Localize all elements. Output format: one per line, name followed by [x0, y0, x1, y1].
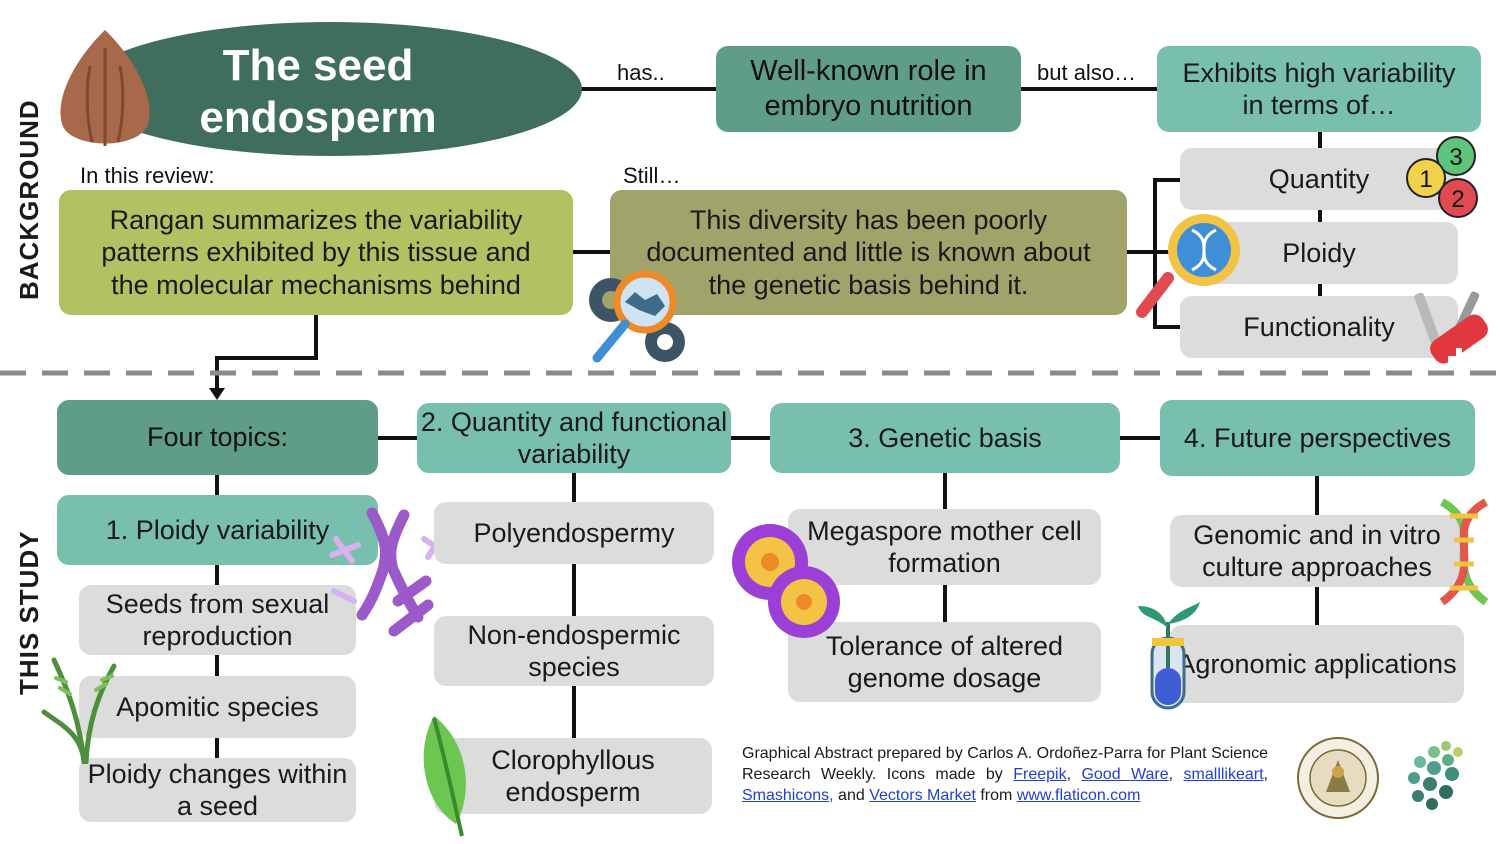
numbered-bubbles-icon: 3 1 2: [1406, 136, 1478, 218]
topic-quantity: 2. Quantity and functional variability: [417, 403, 731, 473]
ploidy-item-sexual: Seeds from sexual reproduction: [79, 585, 356, 655]
cells-icon: [732, 524, 840, 638]
link-vectors-market[interactable]: Vectors Market: [869, 786, 976, 804]
leaf-icon: [423, 716, 466, 837]
link-freepik[interactable]: Freepik: [1013, 765, 1067, 783]
topic-future: 4. Future perspectives: [1160, 400, 1475, 476]
credit-intro: Graphical Abstract prepared by Carlos A.…: [742, 745, 1268, 783]
title-line-1: The seed: [222, 41, 414, 90]
gears-magnifier-icon: [589, 270, 685, 363]
dots-logo: [1408, 741, 1463, 810]
side-label-background: BACKGROUND: [14, 99, 44, 300]
quantity-item-clorophyllous: Clorophyllous endosperm: [434, 738, 712, 814]
genetic-item-tolerance: Tolerance of altered genome dosage: [788, 622, 1101, 702]
future-item-genomic: Genomic and in vitro culture approaches: [1170, 515, 1464, 587]
page-title: The seed endosperm: [148, 40, 488, 144]
ploidy-item-within-seed: Ploidy changes within a seed: [79, 758, 356, 822]
society-logo: [1297, 737, 1379, 819]
link-good-ware[interactable]: Good Ware: [1081, 765, 1169, 783]
label-still: Still…: [623, 163, 681, 188]
genetic-item-megaspore: Megaspore mother cell formation: [788, 509, 1101, 585]
badge-1: 1: [1419, 166, 1432, 193]
grass-icon: [41, 657, 117, 764]
ploidy-header: 1. Ploidy variability: [57, 495, 378, 565]
knife-icon: [1414, 291, 1488, 370]
future-item-agronomic: Agronomic applications: [1170, 625, 1464, 703]
label-but-also: but also…: [1037, 60, 1137, 85]
link-smalllikeart[interactable]: smalllikeart: [1183, 765, 1264, 783]
role-box: Well-known role in embryo nutrition: [716, 46, 1021, 132]
aspect-quantity: Quantity: [1180, 148, 1458, 210]
review-box: Rangan summarizes the variability patter…: [59, 190, 573, 315]
badge-2: 2: [1451, 186, 1464, 213]
link-smashicons[interactable]: Smashicons,: [742, 786, 834, 804]
aspect-functionality: Functionality: [1180, 296, 1458, 358]
variability-box: Exhibits high variability in terms of…: [1157, 46, 1481, 132]
label-has: has..: [617, 60, 665, 85]
diversity-box: This diversity has been poorly documente…: [610, 190, 1127, 315]
credit-text: Graphical Abstract prepared by Carlos A.…: [742, 745, 1268, 804]
quantity-item-non-endospermic: Non-endospermic species: [434, 616, 714, 686]
badge-3: 3: [1449, 144, 1462, 171]
dna-helix-icon: [1439, 498, 1489, 606]
title-ellipse: [80, 22, 582, 156]
ploidy-item-apomitic: Apomitic species: [79, 676, 356, 738]
dna-icon: [1136, 214, 1240, 318]
quantity-item-polyendospermy: Polyendospermy: [434, 502, 714, 564]
credit-and: and: [838, 786, 865, 804]
link-flaticon[interactable]: www.flaticon.com: [1016, 786, 1141, 804]
topic-four-topics: Four topics:: [57, 400, 378, 475]
credit-from: from: [980, 786, 1013, 804]
title-line-2: endosperm: [199, 92, 437, 142]
test-tube-plant-icon: [1138, 602, 1200, 710]
seed-icon: [60, 30, 150, 146]
topic-genetic-basis: 3. Genetic basis: [770, 403, 1120, 473]
label-in-this-review: In this review:: [80, 163, 215, 188]
